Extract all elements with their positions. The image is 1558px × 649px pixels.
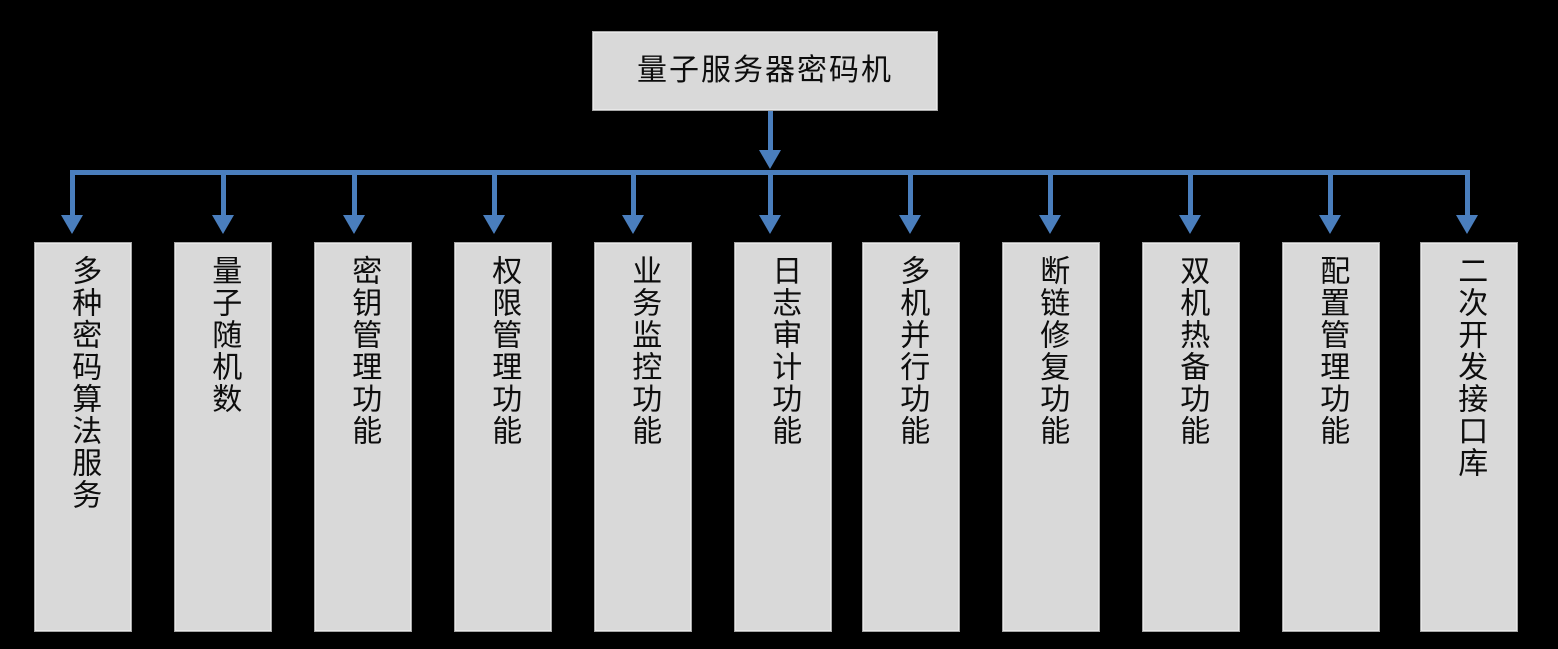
branch-connector-arrowhead-5 — [622, 215, 644, 234]
leaf-node-1[interactable]: 多种密码算法服务 — [34, 242, 132, 632]
leaf-node-8[interactable]: 断链修复功能 — [1002, 242, 1100, 632]
leaf-node-6[interactable]: 日志审计功能 — [734, 242, 832, 632]
leaf-node-label-11: 二次开发接口库 — [1453, 255, 1487, 479]
leaf-node-label-3: 密钥管理功能 — [347, 255, 381, 447]
branch-connector-arrowhead-3 — [343, 215, 365, 234]
root-node-label: 量子服务器密码机 — [637, 53, 893, 87]
leaf-node-7[interactable]: 多机并行功能 — [862, 242, 960, 632]
branch-connector-arrowhead-7 — [899, 215, 921, 234]
branch-connector-stem-4 — [492, 170, 497, 217]
leaf-node-3[interactable]: 密钥管理功能 — [314, 242, 412, 632]
leaf-node-11[interactable]: 二次开发接口库 — [1420, 242, 1518, 632]
leaf-node-label-1: 多种密码算法服务 — [67, 255, 101, 511]
leaf-node-label-7: 多机并行功能 — [895, 255, 929, 447]
branch-connector-stem-8 — [1048, 170, 1053, 217]
branch-connector-stem-9 — [1188, 170, 1193, 217]
branch-connector-stem-1 — [70, 170, 75, 217]
leaf-node-4[interactable]: 权限管理功能 — [454, 242, 552, 632]
leaf-node-2[interactable]: 量子随机数 — [174, 242, 272, 632]
branch-connector-stem-3 — [352, 170, 357, 217]
branch-connector-stem-7 — [908, 170, 913, 217]
leaf-node-10[interactable]: 配置管理功能 — [1282, 242, 1380, 632]
branch-connector-stem-2 — [221, 170, 226, 217]
leaf-node-label-2: 量子随机数 — [207, 255, 241, 415]
root-connector-stem — [768, 111, 773, 153]
branch-connector-stem-5 — [631, 170, 636, 217]
branch-connector-arrowhead-10 — [1319, 215, 1341, 234]
branch-connector-stem-11 — [1465, 170, 1470, 217]
leaf-node-label-6: 日志审计功能 — [767, 255, 801, 447]
root-connector-arrowhead — [759, 150, 781, 169]
leaf-node-label-10: 配置管理功能 — [1315, 255, 1349, 447]
branch-connector-arrowhead-11 — [1456, 215, 1478, 234]
leaf-node-label-9: 双机热备功能 — [1175, 255, 1209, 447]
branch-connector-stem-10 — [1328, 170, 1333, 217]
branch-connector-arrowhead-1 — [61, 215, 83, 234]
branch-connector-arrowhead-8 — [1039, 215, 1061, 234]
leaf-node-label-8: 断链修复功能 — [1035, 255, 1069, 447]
branch-connector-arrowhead-9 — [1179, 215, 1201, 234]
leaf-node-9[interactable]: 双机热备功能 — [1142, 242, 1240, 632]
branch-connector-stem-6 — [768, 170, 773, 217]
leaf-node-5[interactable]: 业务监控功能 — [594, 242, 692, 632]
branch-connector-arrowhead-2 — [212, 215, 234, 234]
root-node[interactable]: 量子服务器密码机 — [592, 31, 938, 111]
branch-connector-arrowhead-4 — [483, 215, 505, 234]
leaf-node-label-4: 权限管理功能 — [487, 255, 521, 447]
leaf-node-label-5: 业务监控功能 — [627, 255, 661, 447]
branch-connector-arrowhead-6 — [759, 215, 781, 234]
